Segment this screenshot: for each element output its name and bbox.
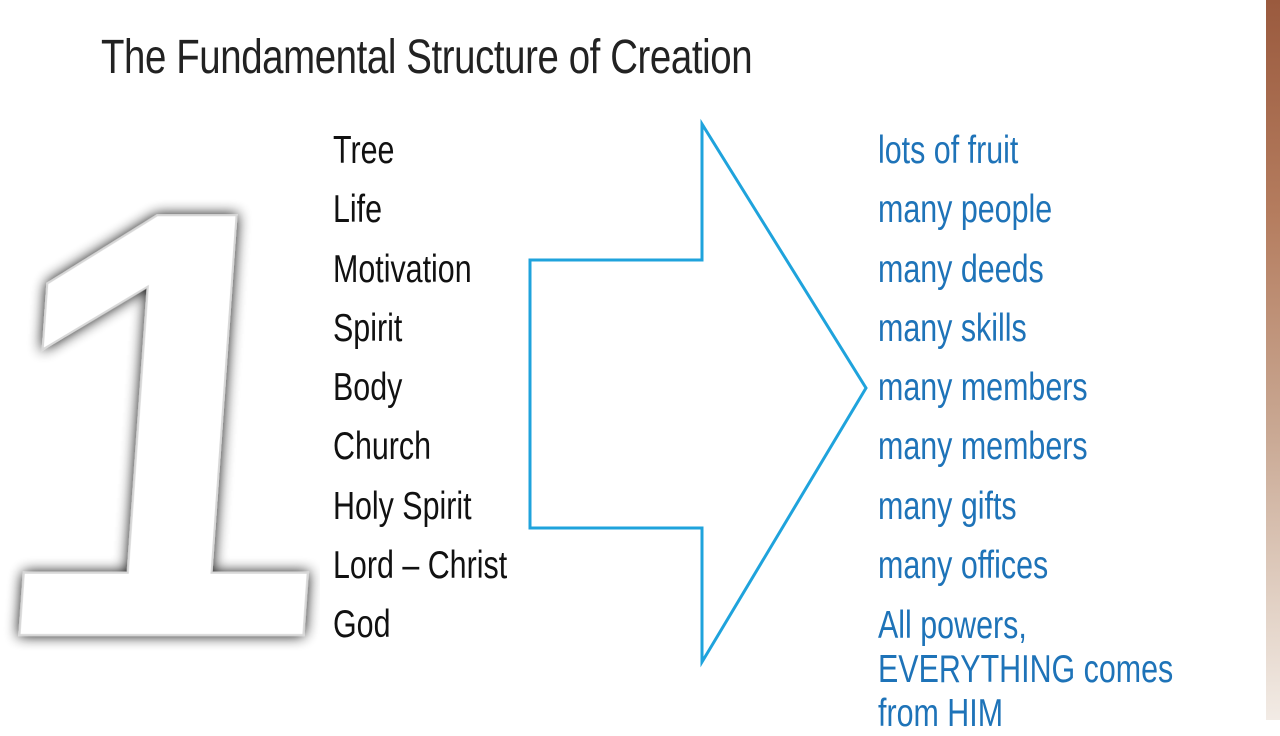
- list-item-right: many offices: [878, 544, 1049, 588]
- right-arrow-icon: [528, 118, 868, 668]
- list-item-left: Life: [333, 188, 383, 232]
- list-item-right: many gifts: [878, 484, 1017, 528]
- list-item-right: many members: [878, 366, 1088, 410]
- list-item-right: lots of fruit: [878, 129, 1019, 172]
- list-item-left: Body: [333, 366, 403, 410]
- list-item-left: Tree: [333, 129, 395, 172]
- list-item-right: many members: [878, 425, 1088, 469]
- numeral-one-text: 1: [0, 130, 320, 660]
- left-column: Tree Life Motivation Spirit Body Church …: [333, 129, 556, 664]
- list-item-left: Holy Spirit: [333, 484, 472, 528]
- numeral-one-icon: 1: [0, 130, 320, 660]
- list-item-right: many deeds: [878, 247, 1044, 291]
- edge-decoration: [1266, 0, 1280, 720]
- arrow-outline: [528, 118, 868, 668]
- list-item-right: All powers, EVERYTHING comes from HIM: [878, 604, 1174, 736]
- list-item-left: Lord – Christ: [333, 544, 508, 588]
- list-item-left: God: [333, 603, 391, 647]
- list-item-left: Spirit: [333, 306, 403, 350]
- list-item-right: many skills: [878, 306, 1027, 350]
- list-item-left: Motivation: [333, 247, 472, 291]
- right-column: lots of fruit many people many deeds man…: [878, 129, 1280, 736]
- list-item-right: many people: [878, 188, 1053, 232]
- page-title: The Fundamental Structure of Creation: [101, 31, 753, 84]
- list-item-left: Church: [333, 425, 432, 469]
